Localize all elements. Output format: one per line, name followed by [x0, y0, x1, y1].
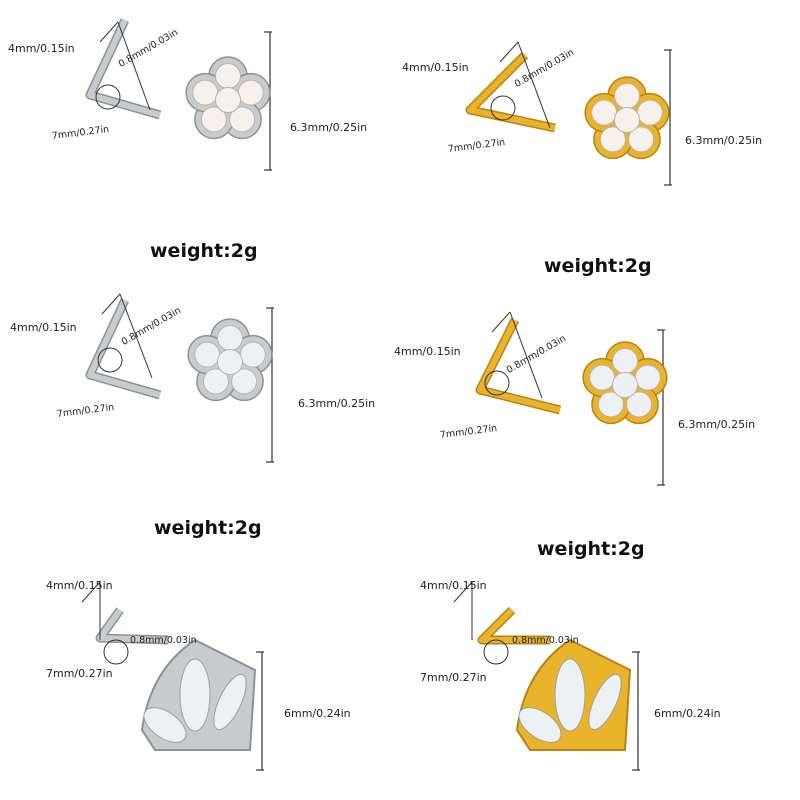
dimension-height-label: 6mm/0.24in [284, 707, 351, 720]
product-illustration [475, 311, 668, 486]
dimension-height-label: 6.3mm/0.25in [290, 121, 368, 134]
crystal-stone [202, 368, 229, 395]
product-silver-crystal-lotus: 4mm/0.15in 0.8mm/0.03in 7mm/0.27in 6mm/0… [0, 560, 400, 800]
weight-caption: weight:2g [537, 538, 645, 560]
product-gold-crystal-flower: 4mm/0.15in 0.8mm/0.03in 7mm/0.27in 6.3mm… [394, 280, 800, 510]
pearl-stone [599, 126, 626, 153]
dimension-line [81, 581, 101, 603]
product-silver-crystal-flower: 4mm/0.15in 0.8mm/0.03in 7mm/0.27in 6.3mm… [0, 280, 400, 510]
product-illustration [85, 18, 272, 171]
product-illustration [85, 293, 274, 463]
dimension-line [491, 311, 511, 333]
gauge-marker-circle [103, 639, 129, 665]
crystal-stone [239, 341, 266, 368]
pin-wire [87, 298, 161, 398]
dimension-line [517, 41, 551, 129]
pearl-stone [229, 106, 256, 133]
marquise-stone [143, 707, 187, 743]
dimension-height-label: 6.3mm/0.25in [685, 134, 763, 147]
marquise-stone [554, 658, 586, 732]
dimension-bend-label: 7mm/0.27in [420, 671, 487, 684]
marquise-stone [179, 658, 211, 732]
pearl-stone [200, 106, 227, 133]
pearl-stone [591, 99, 618, 126]
weight-caption: weight:2g [544, 255, 652, 277]
dimension-length-label: 4mm/0.15in [46, 579, 113, 592]
pearl-stone [636, 99, 663, 126]
pearl-stone [215, 63, 241, 89]
dimension-line [99, 21, 119, 43]
crystal-stone [612, 348, 638, 374]
marquise-stone [518, 707, 562, 743]
crystal-stone [217, 325, 243, 351]
dimension-line [453, 581, 473, 603]
crystal-stone [589, 364, 616, 391]
product-silver-pearl-flower: 4mm/0.15in 0.8mm/0.03in 7mm/0.27in 6.3mm… [0, 0, 400, 230]
pearl-stone [192, 79, 219, 106]
dimension-line [117, 21, 151, 111]
gauge-marker-circle [484, 370, 510, 396]
pearl-stone [614, 83, 640, 109]
dimension-length-label: 4mm/0.15in [420, 579, 487, 592]
dimension-height-label: 6.3mm/0.25in [678, 418, 756, 431]
product-illustration [465, 41, 672, 186]
dimension-gauge-label: 0.8mm/0.03in [130, 635, 197, 646]
pin-wire [479, 607, 550, 643]
dimension-length-label: 4mm/0.15in [402, 61, 469, 74]
weight-caption: weight:2g [150, 240, 258, 262]
dimension-line [499, 41, 519, 63]
dimension-length-label: 4mm/0.15in [8, 42, 75, 55]
product-gold-pearl-flower: 4mm/0.15in 0.8mm/0.03in 7mm/0.27in 6.3mm… [400, 0, 800, 230]
dimension-length-label: 4mm/0.15in [394, 345, 461, 358]
crystal-stone-center [612, 372, 638, 398]
product-illustration [453, 581, 640, 771]
gauge-marker-circle [97, 347, 123, 373]
dimension-length-label: 4mm/0.15in [10, 321, 77, 334]
pin-wire [477, 318, 561, 413]
dimension-height-label: 6mm/0.24in [654, 707, 721, 720]
dimension-line [509, 311, 543, 399]
weight-caption: weight:2g [154, 517, 262, 539]
dimension-gauge-label: 0.8mm/0.03in [512, 635, 579, 646]
pearl-stone [237, 79, 264, 106]
product-gold-crystal-lotus: 4mm/0.15in 0.8mm/0.03in 7mm/0.27in 6mm/0… [400, 560, 800, 800]
dimension-bend-label: 7mm/0.27in [46, 667, 113, 680]
crystal-stone [634, 364, 661, 391]
crystal-stone-center [217, 349, 243, 375]
pin-wire [467, 52, 556, 131]
marquise-stone [588, 673, 622, 731]
dimension-height-label: 6.3mm/0.25in [298, 397, 376, 410]
crystal-stone [231, 368, 258, 395]
crystal-stone [597, 391, 624, 418]
marquise-stone [213, 673, 247, 731]
dimension-line [119, 293, 153, 379]
pearl-stone [628, 126, 655, 153]
crystal-stone [194, 341, 221, 368]
crystal-stone [626, 391, 653, 418]
gauge-marker-circle [490, 95, 516, 121]
gauge-marker-circle [483, 639, 509, 665]
product-illustration [81, 581, 264, 771]
pin-wire [87, 18, 161, 118]
pearl-stone-center [215, 87, 241, 113]
gauge-marker-circle [95, 84, 121, 110]
pearl-stone-center [614, 107, 640, 133]
dimension-line [101, 293, 121, 315]
